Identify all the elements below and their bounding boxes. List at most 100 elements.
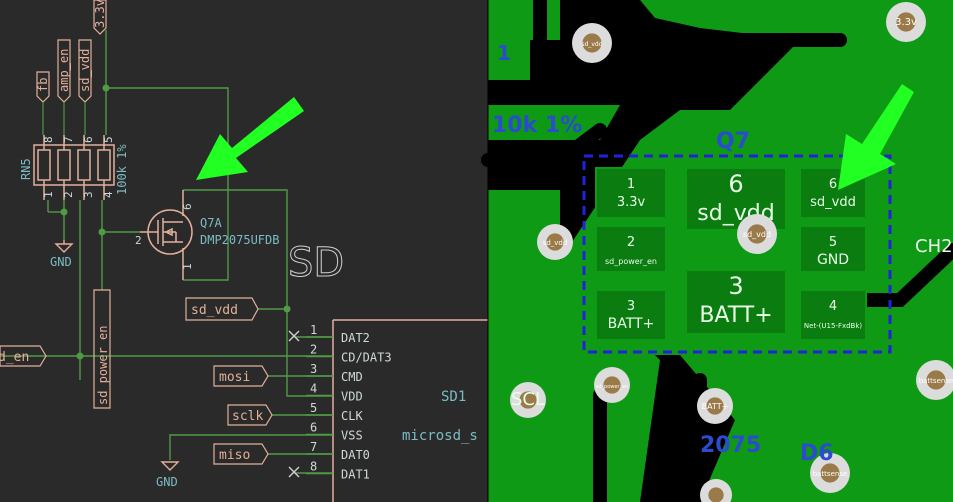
q7-pad-net: Net-(U15-FxdBk) xyxy=(804,322,863,330)
sd-vdd-label-box[interactable] xyxy=(185,297,259,321)
miso-label: miso xyxy=(219,448,250,463)
rn5-pin-4: 4 xyxy=(102,191,115,198)
rn5-network[interactable]: 8 7 6 5 1 2 3 4 RN5 100k 1% xyxy=(19,135,129,200)
q7a-ref: Q7A xyxy=(200,216,222,230)
via-net-label: sd_vdd xyxy=(543,239,568,247)
q7a-transistor[interactable] xyxy=(140,190,193,280)
q7-pad-number: 3 xyxy=(627,299,635,314)
q7-pad-3[interactable] xyxy=(685,269,787,335)
vias[interactable]: sd_vddsd_vdd3.3vsd_power_enBATT+sd_vddba… xyxy=(510,2,953,502)
q7-pad-net: GND xyxy=(817,252,849,268)
q7a-value: DMP2075UFDB xyxy=(200,233,279,247)
rn5-pin-3: 3 xyxy=(82,191,95,198)
left-net-label-box[interactable] xyxy=(0,345,47,367)
q7-ref: Q7 xyxy=(716,129,750,154)
q7-pad-number: 3 xyxy=(728,272,743,300)
rn5-value: 100k 1% xyxy=(115,144,129,195)
via-drill xyxy=(820,463,840,483)
via-net-label: battsense xyxy=(813,470,848,478)
d6-value: 2075 xyxy=(700,433,761,458)
q7-pad-number: 1 xyxy=(627,177,635,192)
amp-en-label: amp_en xyxy=(57,49,71,92)
q7-pad-number: 4 xyxy=(829,299,837,314)
ch2-label: CH2 xyxy=(915,236,953,257)
sd1-pin-number: 5 xyxy=(310,401,317,415)
sd-power-en-label-box[interactable] xyxy=(93,289,111,409)
rn5-pin-5: 5 xyxy=(102,136,115,143)
rn5-pin-1: 1 xyxy=(42,191,55,198)
q7-pad-net: sd_vdd xyxy=(810,195,856,210)
q7-pad-number: 2 xyxy=(627,235,635,250)
sd1-pin-number: 2 xyxy=(310,343,317,357)
sd-power-en-label: sd_power_en xyxy=(96,326,110,405)
q7-pad-number: 6 xyxy=(728,170,743,198)
via-drill xyxy=(896,12,916,32)
sd1-pin-number: 6 xyxy=(310,421,317,435)
global-labels-top[interactable] xyxy=(36,0,107,103)
schematic-background xyxy=(0,0,488,502)
q7-courtyard xyxy=(582,154,892,354)
q7-pad-3[interactable] xyxy=(595,289,667,341)
q7-pad-1[interactable] xyxy=(595,167,667,219)
via-net-label: sd_vdd xyxy=(743,230,771,239)
gnd-symbol-2 xyxy=(160,461,180,471)
via-net-label: 3.3v xyxy=(895,17,917,28)
sd1-pin-name: DAT1 xyxy=(341,468,370,482)
sd1-pin-name: CMD xyxy=(341,370,363,384)
sd1-pin-number: 4 xyxy=(310,382,317,396)
pcb-highlight-arrow xyxy=(838,84,914,190)
sclk-label-box[interactable] xyxy=(227,404,273,426)
q7-pad-5[interactable] xyxy=(799,225,867,273)
mosi-label-box[interactable] xyxy=(213,365,269,387)
via-net-label: sd_power_en xyxy=(596,384,628,390)
q7-pad-number: 5 xyxy=(829,235,837,250)
sd1-pin-name: VDD xyxy=(341,390,363,404)
q7-pad-number: 6 xyxy=(829,177,837,192)
sd-vdd-top-label: sd_vdd xyxy=(78,49,92,92)
sd1-pin-number: 3 xyxy=(310,362,317,376)
q7-pad-net: sd_power_en xyxy=(605,257,657,266)
rn5-pin-2: 2 xyxy=(62,191,75,198)
q7a-pin-source: 1 xyxy=(181,263,194,270)
q7a-pin-drain: 6 xyxy=(181,203,194,210)
sd1-pin-name: VSS xyxy=(341,429,363,443)
sd1-pin-name: DAT2 xyxy=(341,331,370,345)
r-value-label: 10k 1% xyxy=(492,113,582,138)
via-net-label: sd_vdd xyxy=(581,41,602,48)
q7a-pin-gate: 2 xyxy=(135,234,142,247)
gnd-label-2: GND xyxy=(156,475,178,489)
schematic-panel[interactable]: fb amp_en sd_vdd 3.3v 8 xyxy=(0,0,490,502)
q7-pad-net: 3.3v xyxy=(617,195,646,210)
via-net-label: BATT+ xyxy=(702,402,729,411)
miso-label-box[interactable] xyxy=(213,443,269,465)
q7-pad-net: BATT+ xyxy=(608,316,655,332)
scl-label: SCL xyxy=(511,389,545,410)
v33-label: 3.3v xyxy=(93,0,107,28)
mosi-label: mosi xyxy=(219,370,250,385)
via-drill xyxy=(747,224,767,244)
via-drill xyxy=(706,397,724,415)
sd1-pin-name: CLK xyxy=(341,409,363,423)
left-net-label: d_en xyxy=(0,350,29,365)
gnd-symbol-1 xyxy=(54,240,74,253)
sd1-pin-name: CD/DAT3 xyxy=(341,351,392,365)
via-drill xyxy=(708,487,724,502)
sd1-value: microsd_s xyxy=(402,428,478,444)
q7-pad-2[interactable] xyxy=(595,225,667,273)
via-net-label: battsense xyxy=(919,377,953,385)
rn5-pin-8: 8 xyxy=(42,136,55,143)
no-connect-marks xyxy=(288,330,300,478)
via-drill xyxy=(926,370,946,390)
sd1-ref: SD1 xyxy=(441,389,466,405)
rn5-pin-7: 7 xyxy=(62,136,75,143)
q7-pad-4[interactable] xyxy=(799,289,867,341)
rn5-ref: RN5 xyxy=(19,158,33,180)
schematic-highlight-arrow xyxy=(196,97,304,180)
r-ref-label: 1 xyxy=(497,41,511,65)
sd1-pin-number: 8 xyxy=(310,460,317,474)
